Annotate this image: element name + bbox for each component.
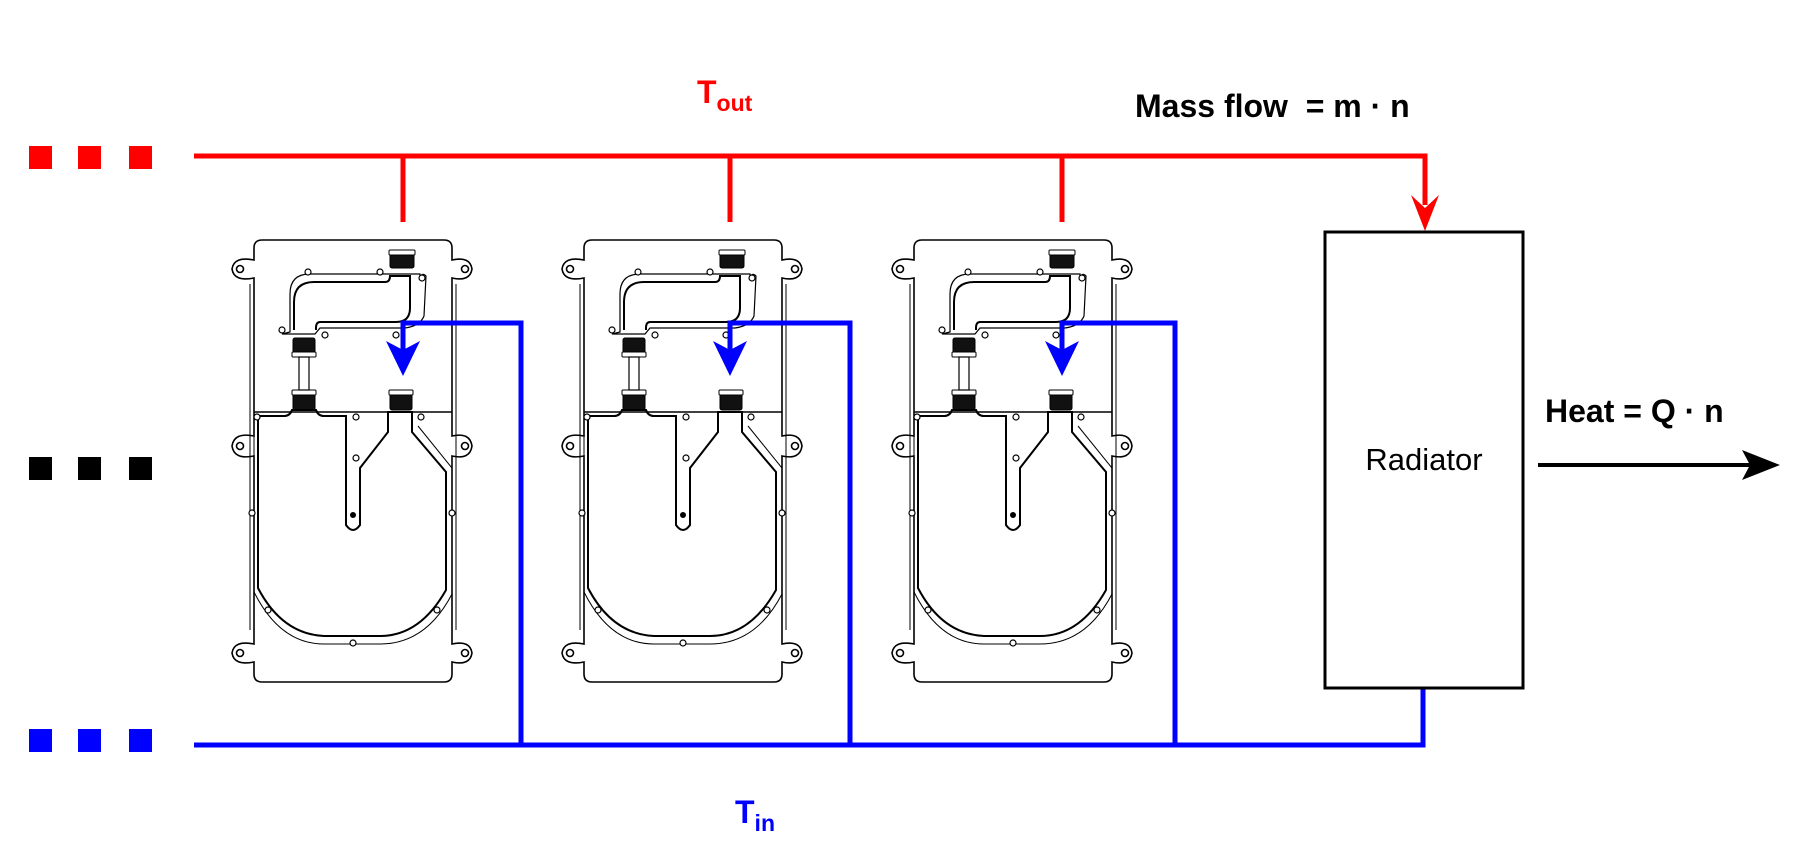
radiator-label: Radiator [1365,442,1483,477]
mass-flow-label: Mass flow = m · n [1135,88,1410,124]
heat-label: Heat = Q · n [1545,393,1724,429]
module-continuation-dots [29,457,152,480]
cold-inlet-line [194,320,1426,748]
battery-module-1 [231,239,473,683]
radiator-box [1323,230,1525,690]
t-out-label: Tout [697,74,753,117]
t-in-label: Tin [735,794,776,837]
cold-continuation-dots [29,729,152,752]
hot-outlet-line [194,153,1428,222]
heat-arrow-head [1742,450,1780,480]
radiator-inlet-arrow [1411,195,1439,231]
battery-module-2 [561,239,803,683]
battery-module-3 [891,239,1133,683]
module-inlet-arrows [386,341,1079,376]
hot-continuation-dots [29,146,152,169]
